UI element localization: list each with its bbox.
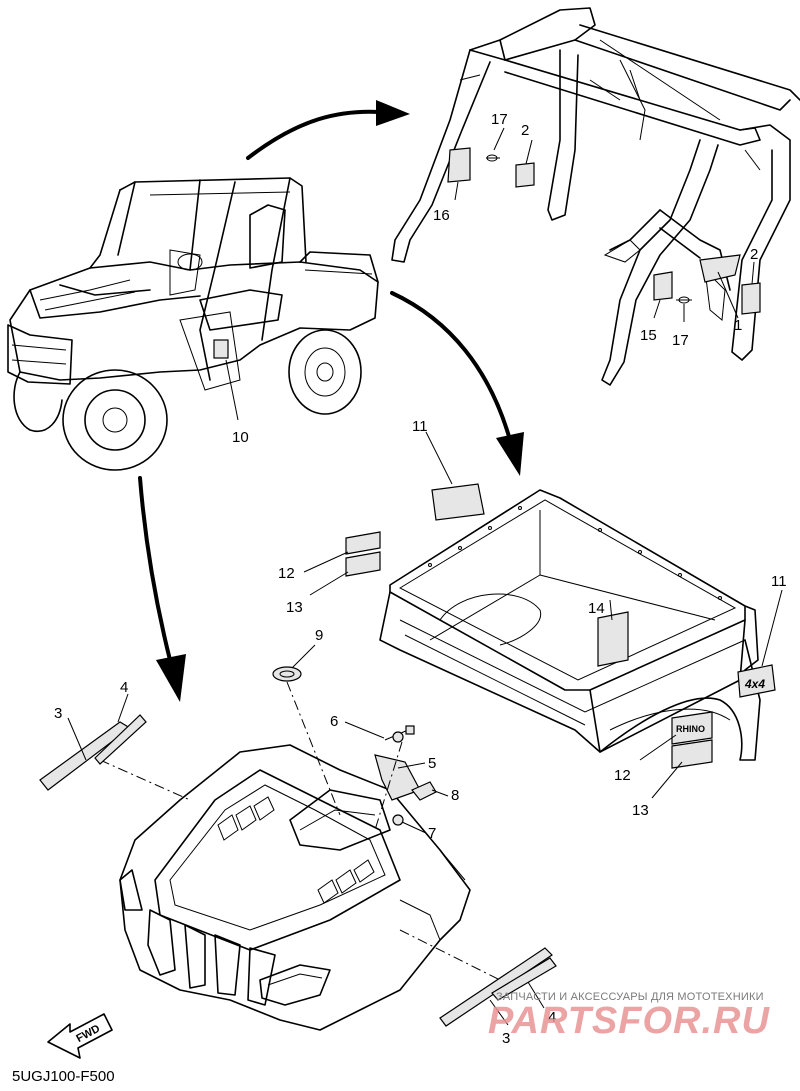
- callout-13-left: 13: [286, 599, 303, 616]
- callout-3-lower: 3: [502, 1030, 510, 1047]
- arrow-to-bed-icon: [496, 432, 524, 476]
- cargo-bed: 4x4 RHINO: [345, 483, 776, 769]
- rops-frame: [391, 7, 800, 386]
- arrow-to-rops-icon: [376, 100, 410, 126]
- decal-11-top: [431, 483, 485, 521]
- callout-6: 6: [330, 713, 338, 730]
- bolt-6-head: [405, 725, 415, 735]
- callout-4-lower: 4: [548, 1009, 556, 1026]
- rivet-17-left: [486, 154, 498, 162]
- fwd-indicator: FWD: [47, 1013, 113, 1059]
- rivet-17-right: [678, 296, 690, 304]
- callout-15: 15: [640, 327, 657, 344]
- callout-8: 8: [451, 787, 459, 804]
- decal-11-right: [737, 664, 776, 698]
- nut-7: [392, 814, 404, 826]
- bracket-5: [374, 754, 421, 801]
- decal-4x4-text: 4x4: [744, 677, 765, 691]
- callout-4-upper: 4: [120, 679, 128, 696]
- fwd-arrow-icon: [47, 1013, 113, 1059]
- arrow-to-hood-icon: [156, 654, 186, 702]
- bolt-6: [392, 731, 404, 743]
- callout-16: 16: [433, 207, 450, 224]
- callout-14: 14: [588, 600, 605, 617]
- decal-10-location: [213, 339, 229, 359]
- callout-12-left: 12: [278, 565, 295, 582]
- callout-7: 7: [428, 825, 436, 842]
- decal-2-right: [741, 282, 761, 315]
- decal-rhino-text: RHINO: [676, 724, 705, 734]
- stripe-3-upper: [39, 721, 132, 791]
- callout-2-right: 2: [750, 246, 758, 263]
- front-hood: [39, 666, 557, 1031]
- watermark-tagline: ЗАПЧАСТИ И АКСЕССУАРЫ ДЛЯ МОТОТЕХНИКИ: [496, 991, 764, 1003]
- callout-17-top: 17: [491, 111, 508, 128]
- decal-13-right: [671, 739, 713, 769]
- decal-12-right: [671, 711, 713, 745]
- callout-5: 5: [428, 755, 436, 772]
- stripe-4-lower: [491, 957, 557, 1001]
- callout-12-right: 12: [614, 767, 631, 784]
- decal-13-left: [345, 551, 381, 577]
- decal-1: [699, 254, 741, 283]
- callout-11-top: 11: [412, 418, 428, 435]
- emblem-9: [272, 666, 302, 682]
- decal-2-left: [515, 162, 535, 188]
- decal-12-left: [345, 531, 381, 555]
- vehicle-overview: [7, 177, 379, 471]
- callout-10: 10: [232, 429, 249, 446]
- leader-10: [225, 359, 239, 421]
- callout-11-right: 11: [771, 573, 787, 590]
- stripe-4-upper: [94, 714, 147, 765]
- decal-14: [597, 611, 629, 667]
- callout-13-right: 13: [632, 802, 649, 819]
- watermark-logo: PARTSFOR.RU: [488, 1000, 770, 1042]
- callout-3-upper: 3: [54, 705, 62, 722]
- stripe-3-lower: [439, 947, 553, 1027]
- callout-1: 1: [734, 317, 742, 334]
- callout-9: 9: [315, 627, 323, 644]
- diagram-code: 5UGJ100-F500: [12, 1068, 115, 1085]
- decal-15: [653, 271, 673, 301]
- decal-16: [447, 147, 471, 183]
- callout-2-top: 2: [521, 122, 529, 139]
- direction-arrows: [138, 100, 524, 702]
- callout-17-right: 17: [672, 332, 689, 349]
